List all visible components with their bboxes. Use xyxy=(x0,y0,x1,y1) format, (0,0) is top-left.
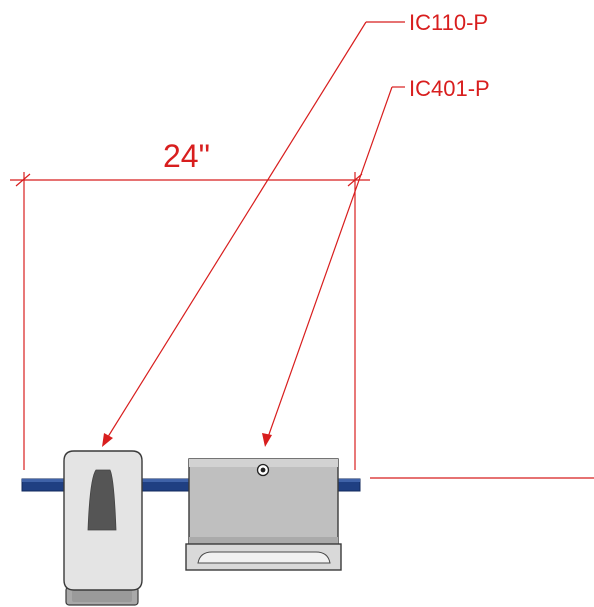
callout-arrowhead-1 xyxy=(102,433,113,447)
towel-opening xyxy=(197,551,331,564)
callout-label-ic110: IC110-P xyxy=(409,10,488,35)
key-lock-icon xyxy=(256,463,270,477)
callout-label-ic401: IC401-P xyxy=(409,76,490,101)
callout-leader-1 xyxy=(105,21,405,441)
dimension-label: 24" xyxy=(163,138,210,174)
dimension-line xyxy=(10,172,594,479)
dispenser-window xyxy=(87,469,117,531)
callout-leader-2 xyxy=(266,86,405,441)
soap-dispenser xyxy=(63,450,143,606)
callout-arrowhead-2 xyxy=(262,433,272,447)
